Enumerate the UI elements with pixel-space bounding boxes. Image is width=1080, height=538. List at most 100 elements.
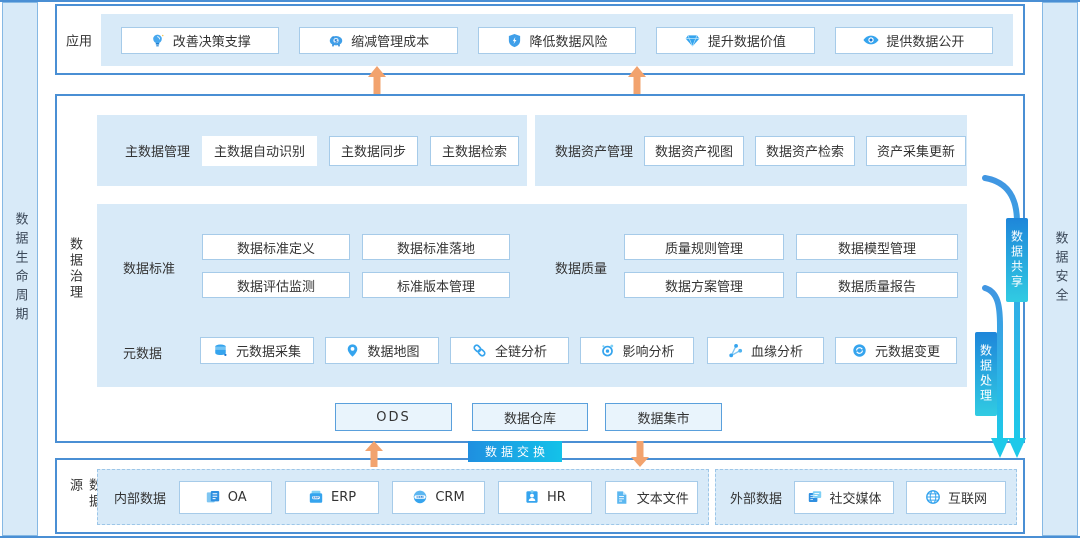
data-warehouse-box[interactable]: 数据仓库 bbox=[472, 403, 588, 431]
internal-data-panel: 内部数据 OA ERP ERP CRM CRM HR 文本文件 bbox=[97, 469, 709, 525]
button-label: 主数据自动识别 bbox=[214, 145, 306, 160]
asset-collect-update-button[interactable]: 资产采集更新 bbox=[866, 135, 967, 166]
top-frame-line bbox=[0, 0, 1080, 2]
button-label: 社交媒体 bbox=[829, 491, 882, 507]
button-label: 互联网 bbox=[948, 491, 988, 507]
button-label: 数据方案管理 bbox=[664, 279, 743, 295]
open-data-label: 提供数据公开 bbox=[886, 34, 965, 50]
button-label: 数据资产检索 bbox=[766, 145, 845, 160]
metadata-change-button[interactable]: 元数据变更 bbox=[835, 337, 957, 364]
lineage-analysis-button[interactable]: 血缘分析 bbox=[707, 337, 824, 364]
standard-landing-button[interactable]: 数据标准落地 bbox=[362, 234, 510, 260]
hr-card-icon bbox=[524, 489, 540, 505]
standard-evaluation-button[interactable]: 数据评估监测 bbox=[202, 272, 350, 298]
social-media-button[interactable]: 社交媒体 bbox=[794, 480, 895, 514]
bottom-frame-line bbox=[0, 536, 1080, 538]
box-label: ODS bbox=[376, 409, 411, 425]
application-section: 应用 改善决策支撑 $ 缩减管理成本 降低数据风险 提升数据价值 提供数据公开 bbox=[55, 4, 1025, 75]
master-data-sync-button[interactable]: 主数据同步 bbox=[329, 135, 419, 166]
button-label: 质量规则管理 bbox=[664, 241, 743, 257]
erp-icon: ERP bbox=[308, 489, 324, 505]
text-file-icon bbox=[614, 489, 630, 505]
increase-value-button[interactable]: 提升数据价值 bbox=[656, 26, 815, 54]
flow-arrow-up bbox=[365, 441, 383, 467]
flow-arrow-up bbox=[368, 66, 386, 94]
data-source-section: 数据源 内部数据 OA ERP ERP CRM CRM HR 文本文件 bbox=[55, 458, 1025, 534]
button-label: HR bbox=[546, 489, 566, 505]
button-label: OA bbox=[227, 489, 247, 505]
button-label: 元数据采集 bbox=[235, 345, 301, 360]
data-mart-box[interactable]: 数据集市 bbox=[605, 403, 722, 431]
master-data-auto-identify-button[interactable]: 主数据自动识别 bbox=[202, 135, 318, 166]
security-strip: 数据安全 bbox=[1042, 2, 1078, 536]
lifecycle-strip: 数据生命周期 bbox=[2, 2, 38, 536]
crm-icon: CRM bbox=[412, 489, 428, 505]
asset-view-button[interactable]: 数据资产视图 bbox=[644, 135, 745, 166]
button-label: 主数据同步 bbox=[341, 145, 407, 160]
ods-box[interactable]: ODS bbox=[335, 403, 452, 431]
master-data-panel: 主数据管理 主数据自动识别 主数据同步 主数据检索 bbox=[97, 115, 527, 186]
text-file-button[interactable]: 文本文件 bbox=[604, 480, 698, 514]
impact-icon bbox=[599, 343, 615, 359]
asset-search-button[interactable]: 数据资产检索 bbox=[755, 135, 856, 166]
quality-report-button[interactable]: 数据质量报告 bbox=[796, 272, 958, 298]
standard-quality-metadata-panel: 数据标准 数据标准定义 数据标准落地 数据评估监测 标准版本管理 数据质量 质量… bbox=[97, 204, 967, 387]
hr-button[interactable]: HR bbox=[498, 480, 592, 514]
eye-icon bbox=[863, 32, 879, 48]
crm-button[interactable]: CRM CRM bbox=[391, 480, 486, 514]
reduce-risk-button[interactable]: 降低数据风险 bbox=[477, 26, 637, 54]
social-media-icon bbox=[807, 489, 823, 505]
button-label: 数据标准落地 bbox=[396, 241, 475, 257]
button-label: 全链分析 bbox=[494, 345, 547, 360]
erp-button[interactable]: ERP ERP bbox=[285, 480, 379, 514]
reduce-risk-label: 降低数据风险 bbox=[529, 34, 608, 50]
svg-text:CRM: CRM bbox=[417, 495, 424, 499]
data-asset-label: 数据资产管理 bbox=[555, 145, 634, 160]
full-chain-analysis-button[interactable]: 全链分析 bbox=[450, 337, 569, 364]
data-quality-label: 数据质量 bbox=[555, 262, 608, 277]
refresh-circle-icon bbox=[852, 343, 868, 359]
standard-version-button[interactable]: 标准版本管理 bbox=[362, 272, 510, 298]
box-label: 数据仓库 bbox=[503, 411, 556, 427]
application-panel: 改善决策支撑 $ 缩减管理成本 降低数据风险 提升数据价值 提供数据公开 bbox=[101, 14, 1013, 66]
internet-button[interactable]: 互联网 bbox=[906, 480, 1007, 514]
box-label: 数据集市 bbox=[637, 411, 690, 427]
standard-definition-button[interactable]: 数据标准定义 bbox=[202, 234, 350, 260]
open-data-button[interactable]: 提供数据公开 bbox=[834, 26, 994, 54]
button-label: 数据地图 bbox=[367, 345, 420, 360]
metadata-label: 元数据 bbox=[123, 347, 163, 362]
svg-text:ERP: ERP bbox=[313, 496, 319, 500]
document-icon bbox=[205, 489, 221, 505]
governance-section: 数据治理 主数据管理 主数据自动识别 主数据同步 主数据检索 数据资产管理 数据… bbox=[55, 94, 1025, 443]
security-strip-label: 数据安全 bbox=[1052, 231, 1068, 307]
button-label: 血缘分析 bbox=[750, 345, 803, 360]
increase-value-label: 提升数据价值 bbox=[707, 34, 786, 50]
map-pin-icon bbox=[344, 343, 360, 359]
external-data-panel: 外部数据 社交媒体 互联网 bbox=[715, 469, 1017, 525]
bulb-icon bbox=[150, 32, 166, 48]
data-share-tab: 数据共享 bbox=[1006, 218, 1028, 302]
metadata-collect-button[interactable]: 元数据采集 bbox=[200, 337, 314, 364]
button-label: 影响分析 bbox=[622, 345, 675, 360]
improve-decision-button[interactable]: 改善决策支撑 bbox=[121, 26, 280, 54]
data-map-button[interactable]: 数据地图 bbox=[325, 337, 439, 364]
globe-icon bbox=[925, 489, 941, 505]
data-process-tab: 数据处理 bbox=[975, 332, 997, 416]
data-model-button[interactable]: 数据模型管理 bbox=[796, 234, 958, 260]
lineage-icon bbox=[728, 343, 744, 359]
application-section-label: 应用 bbox=[66, 34, 93, 49]
internal-data-label: 内部数据 bbox=[114, 491, 167, 507]
reduce-cost-button[interactable]: $ 缩减管理成本 bbox=[299, 26, 458, 54]
impact-analysis-button[interactable]: 影响分析 bbox=[580, 337, 694, 364]
quality-rule-button[interactable]: 质量规则管理 bbox=[624, 234, 784, 260]
improve-decision-label: 改善决策支撑 bbox=[172, 34, 251, 50]
button-label: 文本文件 bbox=[636, 491, 689, 507]
button-label: 主数据检索 bbox=[442, 145, 508, 160]
master-data-retrieval-button[interactable]: 主数据检索 bbox=[430, 135, 520, 166]
button-label: 数据资产视图 bbox=[655, 145, 734, 160]
database-icon bbox=[213, 343, 229, 359]
oa-button[interactable]: OA bbox=[179, 480, 273, 514]
lifecycle-strip-label: 数据生命周期 bbox=[12, 212, 28, 326]
badge-label: 数据交换 bbox=[484, 445, 549, 459]
quality-plan-button[interactable]: 数据方案管理 bbox=[624, 272, 784, 298]
